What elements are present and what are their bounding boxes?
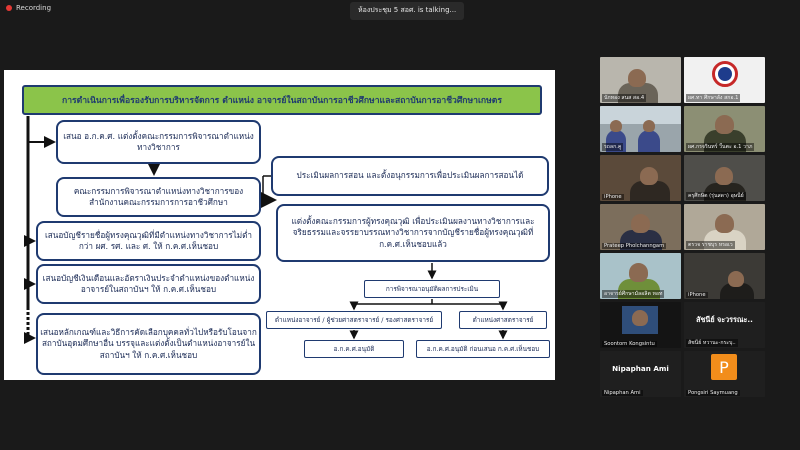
record-dot-icon [6, 5, 12, 11]
flow-box-salary: เสนอบัญชีเงินเดือนและอัตราเงินประจำตำแหน… [36, 264, 261, 304]
flow-box-ovec-committee: คณะกรรมการพิจารณาตำแหน่งทางวิชาการของสำน… [56, 177, 261, 217]
flow-box-teaching-evaluation: ประเมินผลการสอน และตั้งอนุกรรมการเพื่อปร… [271, 156, 549, 196]
flow-box-expert-list: เสนอบัญชีรายชื่อผู้ทรงคุณวุฒิที่มีตำแหน่… [36, 221, 261, 261]
avatar: P [711, 354, 737, 380]
participant-tile[interactable]: อาจารย์ศึกษามัลอลิต หอท [600, 253, 681, 299]
shared-screen-slide: การดำเนินการเพื่อรองรับการบริหารจัดการ ต… [4, 70, 555, 380]
participant-tile[interactable]: Soontorn Kongsintu [600, 302, 681, 348]
participant-tile[interactable]: Prateep Pholchanngam [600, 204, 681, 250]
participant-tile[interactable]: Nipaphan Ami Nipaphan Ami [600, 351, 681, 397]
recording-label: Recording [16, 4, 52, 12]
flow-box-assistant-positions: ตำแหน่งอาจารย์ / ผู้ช่วยศาสตราจารย์ / รอ… [266, 311, 442, 329]
participant-tile[interactable]: สัชนีย์ จะวรรณะ.. สัชนีย์ หวานะ-กระบุ.. [684, 302, 765, 348]
participant-tile[interactable]: ตรวจ ราชบุร หรอเว [684, 204, 765, 250]
participant-tile[interactable]: iPhone [684, 253, 765, 299]
flow-arrows [24, 116, 508, 344]
top-bar: Recording ห้องประชุม 5 สอศ. is talking..… [0, 0, 800, 20]
slide-title: การดำเนินการเพื่อรองรับการบริหารจัดการ ต… [22, 85, 542, 115]
participant-tile[interactable]: ครุศึกษิต (รุ่นสดา) อุษนีย์ [684, 155, 765, 201]
recording-indicator[interactable]: Recording [6, 4, 51, 12]
flow-box-approve-b: อ.ก.ค.ศ.อนุมัติ ก่อนเสนอ ก.ค.ศ.เห็นชอบ [416, 340, 550, 358]
participant-tile[interactable]: P Pongsiri Saymuang [684, 351, 765, 397]
participant-tile[interactable]: นักทอง สนส สอ.4 [600, 57, 681, 103]
participant-tile[interactable]: ผศ.กรจรินทร์ วี้นตะ อ.1 วาภ [684, 106, 765, 152]
participant-tile[interactable]: รถลก.คู [600, 106, 681, 152]
participant-tile[interactable]: ผศ.ทา ศึกษาลัง สกอ.1 [684, 57, 765, 103]
flow-box-expert-committee: แต่งตั้งคณะกรรมการผู้ทรงคุณวุฒิ เพื่อประ… [276, 204, 550, 262]
active-speaker-banner: ห้องประชุม 5 สอศ. is talking... [350, 2, 465, 20]
flow-box-professor-position: ตำแหน่งศาสตราจารย์ [459, 311, 547, 329]
flow-box-approve-a: อ.ก.ค.ศ.อนุมัติ [304, 340, 404, 358]
flow-box-recruitment: เสนอหลักเกณฑ์และวิธีการคัดเลือกบุคคลทั่ว… [36, 313, 261, 375]
flow-box-committee: เสนอ อ.ก.ค.ศ. แต่งตั้งคณะกรรมการพิจารณาต… [56, 120, 261, 164]
flow-box-approval: การพิจารณาอนุมัติผลการประเมิน [364, 280, 500, 298]
participant-tile[interactable]: iPhone [600, 155, 681, 201]
